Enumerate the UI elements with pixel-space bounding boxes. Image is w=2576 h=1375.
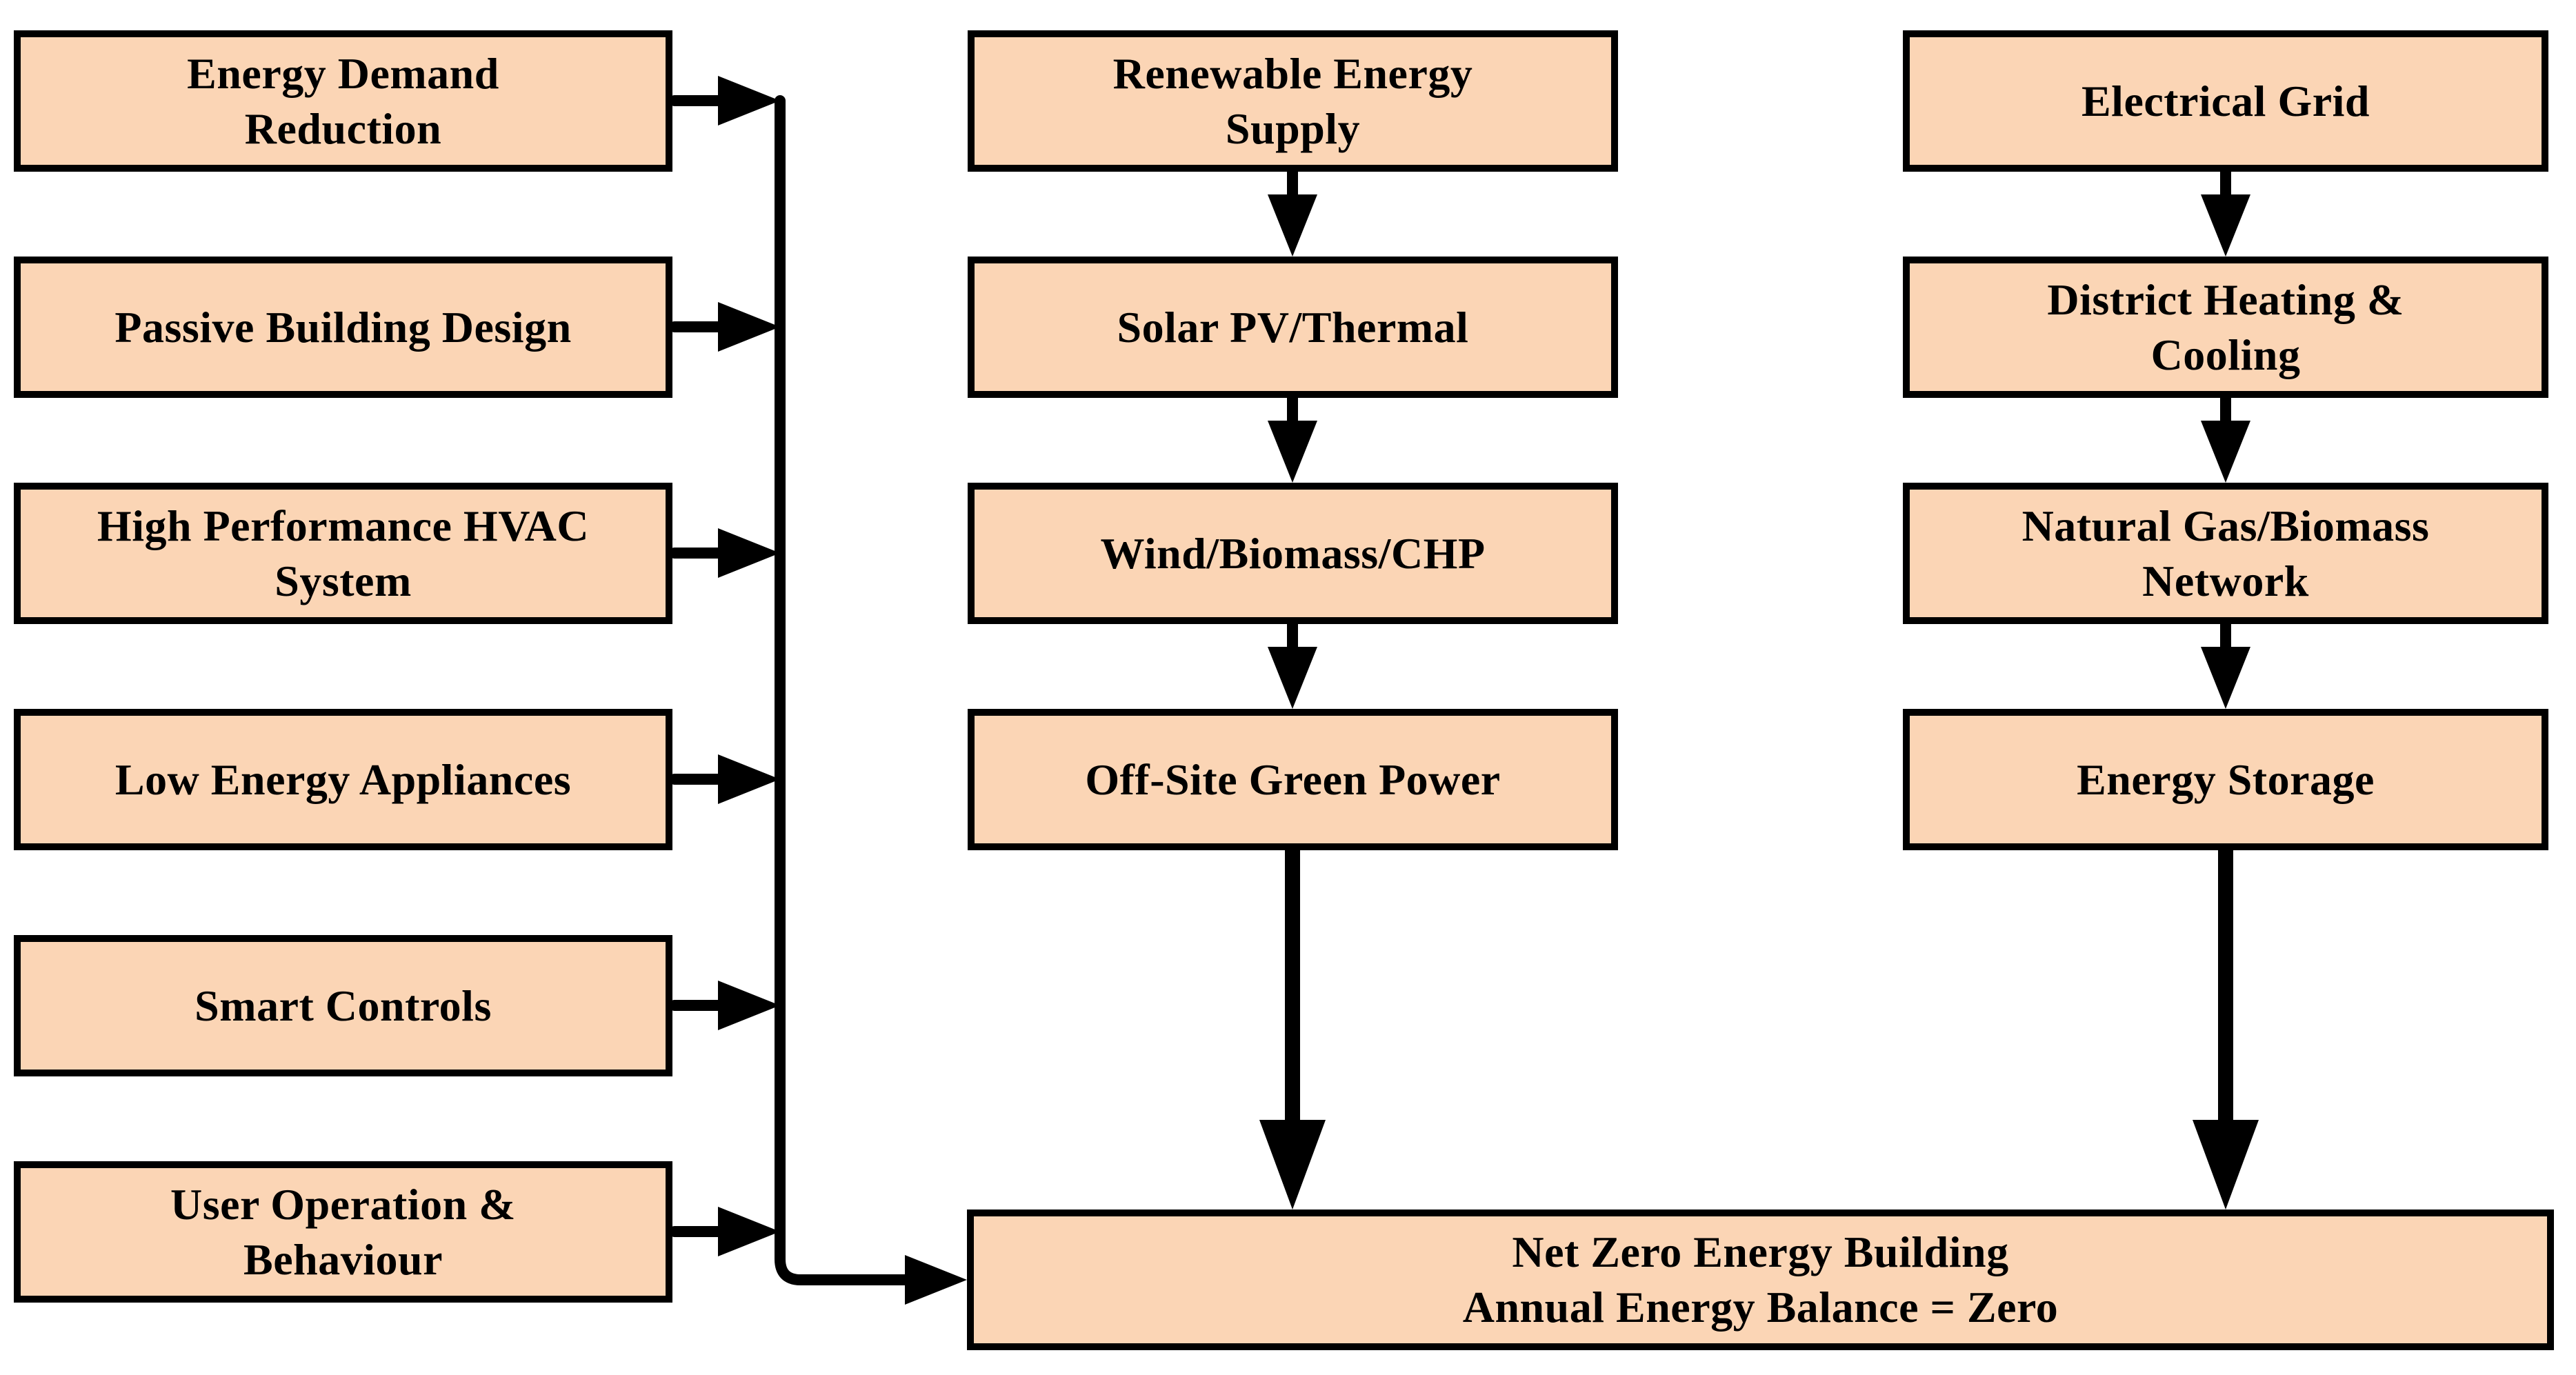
arrow-passive-design-to-bus — [669, 302, 780, 352]
arrow-wind-to-offsite — [1268, 619, 1317, 709]
box-off-site-green-power: Off-Site Green Power — [968, 709, 1618, 850]
box-district-heating-cooling: District Heating & Cooling — [1903, 257, 2548, 398]
box-user-operation-behaviour: User Operation & Behaviour — [14, 1161, 672, 1303]
arrow-energy-demand-to-bus — [669, 76, 780, 126]
arrow-solar-to-wind — [1268, 392, 1317, 483]
bus-to-net-zero-arrowhead — [905, 1255, 967, 1305]
box-wind-biomass-chp: Wind/Biomass/CHP — [968, 483, 1618, 624]
arrow-hvac-to-bus — [669, 528, 780, 578]
arrow-smart-controls-to-bus — [669, 981, 780, 1030]
box-label: Energy Demand Reduction — [187, 48, 499, 153]
box-solar-pv-thermal: Solar PV/Thermal — [968, 257, 1618, 398]
arrow-gas-to-storage — [2201, 619, 2250, 709]
box-energy-demand-reduction: Energy Demand Reduction — [14, 30, 672, 172]
box-smart-controls: Smart Controls — [14, 935, 672, 1076]
arrow-renewable-to-solar — [1268, 166, 1317, 257]
arrow-storage-to-net-zero — [2193, 843, 2259, 1210]
box-renewable-energy-supply: Renewable Energy Supply — [968, 30, 1618, 172]
box-label: Energy Storage — [2077, 754, 2375, 804]
box-energy-storage: Energy Storage — [1903, 709, 2548, 850]
box-electrical-grid: Electrical Grid — [1903, 30, 2548, 172]
box-label: Passive Building Design — [114, 302, 572, 352]
box-label: Renewable Energy Supply — [1112, 48, 1473, 153]
arrow-grid-to-district — [2201, 166, 2250, 257]
box-passive-building-design: Passive Building Design — [14, 257, 672, 398]
box-net-zero-energy-building: Net Zero Energy Building Annual Energy B… — [967, 1210, 2554, 1350]
box-high-performance-hvac-system: High Performance HVAC System — [14, 483, 672, 624]
box-label: Low Energy Appliances — [114, 754, 572, 804]
arrow-appliances-to-bus — [669, 754, 780, 804]
result-box-label: Net Zero Energy Building Annual Energy B… — [1462, 1227, 2059, 1332]
box-label: Wind/Biomass/CHP — [1100, 528, 1486, 578]
box-label: High Performance HVAC System — [97, 501, 590, 605]
arrow-user-operation-to-bus — [669, 1207, 780, 1256]
box-natural-gas-biomass-network: Natural Gas/Biomass Network — [1903, 483, 2548, 624]
box-label: Natural Gas/Biomass Network — [2021, 501, 2430, 605]
box-label: User Operation & Behaviour — [170, 1179, 516, 1284]
arrow-offsite-to-net-zero — [1259, 843, 1326, 1210]
box-label: Smart Controls — [194, 981, 492, 1030]
box-label: District Heating & Cooling — [2047, 274, 2404, 379]
box-label: Off-Site Green Power — [1085, 754, 1501, 804]
arrow-district-to-gas — [2201, 392, 2250, 483]
box-label: Electrical Grid — [2081, 76, 2370, 126]
demand-bus-line — [775, 95, 967, 1305]
box-label: Solar PV/Thermal — [1117, 302, 1469, 352]
box-low-energy-appliances: Low Energy Appliances — [14, 709, 672, 850]
